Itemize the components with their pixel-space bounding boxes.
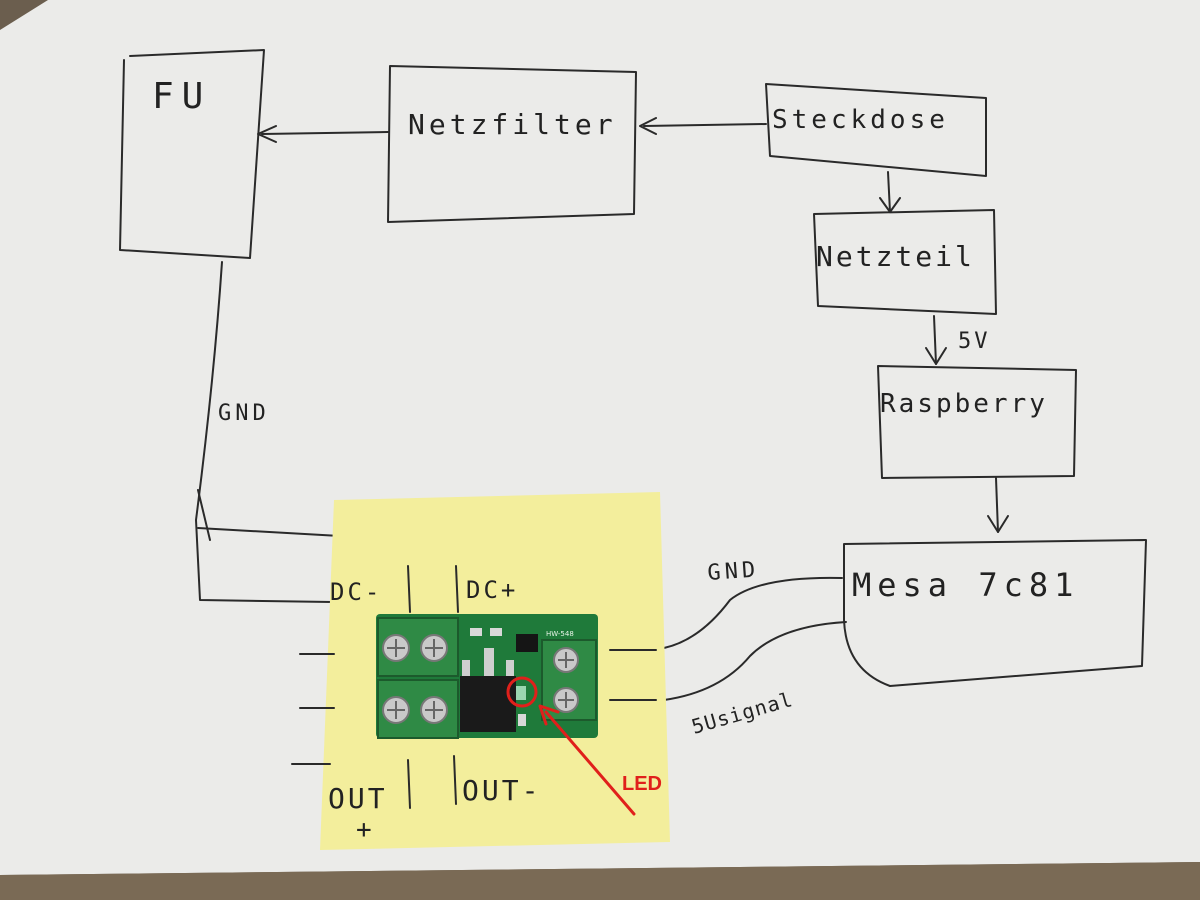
label-led: LED xyxy=(622,773,662,795)
led-arrowhead-icon xyxy=(538,704,560,726)
table-edge xyxy=(0,862,1200,900)
wire-mesa-gnd xyxy=(663,576,843,649)
block-netzteil-label: Netzteil xyxy=(816,240,975,273)
screw-icon xyxy=(382,696,410,724)
wire-netzfilter-fu xyxy=(261,131,389,135)
block-netzteil: Netzteil xyxy=(813,209,997,315)
block-raspberry-label: Raspberry xyxy=(880,389,1048,419)
screw-icon xyxy=(553,647,579,673)
label-gnd-fu: GND xyxy=(218,401,270,426)
label-out-plus-sign: + xyxy=(356,815,372,845)
screw-icon xyxy=(420,696,448,724)
arrowhead-netzteil-icon xyxy=(879,197,901,213)
ic-chip xyxy=(516,634,538,652)
wire-raspberry-mesa xyxy=(995,477,999,533)
led-annotation: LED xyxy=(506,676,662,816)
block-mesa-label: Mesa 7c81 xyxy=(852,566,1079,604)
arrowhead-mesa-icon xyxy=(987,515,1009,533)
led-component xyxy=(516,686,526,700)
label-dc-plus: DC+ xyxy=(466,576,518,604)
block-netzfilter-label: Netzfilter xyxy=(408,108,617,141)
note-divider-top-1 xyxy=(407,565,411,613)
note-divider-top-2 xyxy=(455,565,459,613)
screw-icon xyxy=(420,634,448,662)
arrowhead-fu-icon xyxy=(257,125,277,143)
wire-steckdose-netzfilter xyxy=(643,123,767,127)
block-steckdose: Steckdose xyxy=(765,83,987,177)
led-highlight-circle xyxy=(506,676,538,708)
block-mesa: Mesa 7c81 xyxy=(843,539,1147,687)
mosfet-pin xyxy=(462,660,470,676)
screw-icon xyxy=(553,687,579,713)
mosfet-module: HW-548 xyxy=(376,614,598,739)
wire-netzteil-raspberry xyxy=(933,315,937,365)
block-netzfilter: Netzfilter xyxy=(387,65,637,223)
note-divider-bottom-2 xyxy=(453,755,457,805)
smd-resistor xyxy=(490,628,502,636)
mosfet-chip xyxy=(460,676,516,732)
smd-resistor xyxy=(470,628,482,636)
smd-resistor xyxy=(518,714,526,726)
led-arrow-line xyxy=(544,710,636,816)
block-fu: FU xyxy=(119,49,265,259)
arrowhead-raspberry-icon xyxy=(925,347,947,365)
wire-fu-gnd xyxy=(195,261,333,603)
mosfet-pin xyxy=(484,648,494,676)
block-steckdose-label: Steckdose xyxy=(772,105,949,135)
block-fu-label: FU xyxy=(152,76,211,117)
label-gnd-mesa: GND xyxy=(707,557,760,586)
paper-sheet xyxy=(0,0,1200,875)
note-divider-bottom-1 xyxy=(407,759,411,809)
connections xyxy=(195,117,1009,701)
wire-mesa-signal xyxy=(663,621,847,701)
mosfet-pin xyxy=(506,660,514,676)
label-out-plus: OUT xyxy=(328,782,388,815)
label-out-minus: OUT- xyxy=(462,774,541,807)
label-5v: 5V xyxy=(958,329,991,354)
block-raspberry: Raspberry xyxy=(877,365,1077,479)
label-dc-minus: DC- xyxy=(330,578,382,606)
board-marking: HW-548 xyxy=(546,630,574,638)
arrowhead-netzfilter-icon xyxy=(639,117,657,135)
screw-icon xyxy=(382,634,410,662)
wire-steckdose-netzteil xyxy=(887,171,891,213)
wire-gnd-junction xyxy=(197,489,211,541)
